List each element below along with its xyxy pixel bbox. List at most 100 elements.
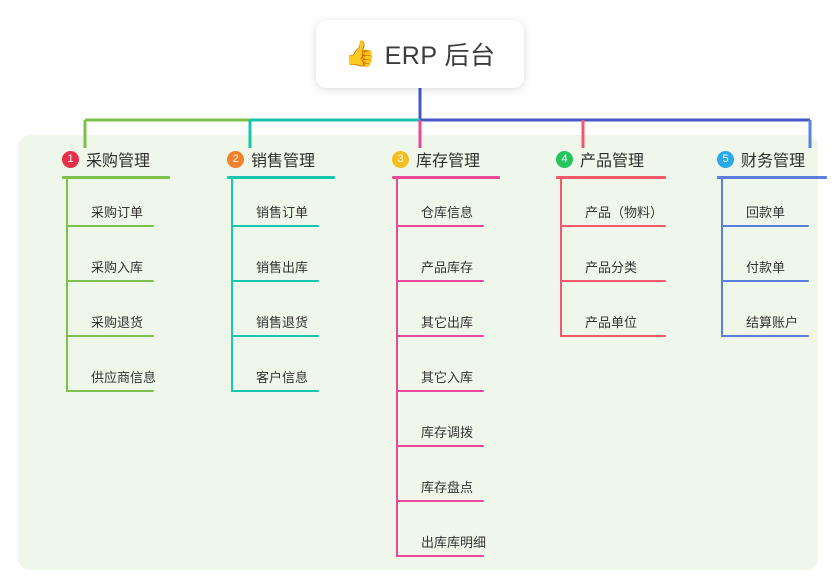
branch-item[interactable]: 产品库存 [396,234,500,289]
branch-title: 产品管理 [580,153,645,170]
branch-items: 回款单付款单结算账户 [721,179,827,344]
branch-header-3[interactable]: 3 库存管理 [370,147,500,171]
branch-number-badge: 3 [392,150,409,168]
branch-item-label: 销售订单 [256,205,309,220]
branch-item[interactable]: 回款单 [721,179,827,234]
branch-column-5: 5 财务管理回款单付款单结算账户 [695,147,827,344]
branch-item[interactable]: 结算账户 [721,289,827,344]
branch-item-underline [66,280,154,282]
branch-item-underline [231,390,319,392]
branch-item-underline [721,335,809,337]
branch-spine [231,179,233,392]
branch-item-label: 采购入库 [91,260,144,275]
branch-item-label: 库存调拨 [421,425,474,440]
branch-item-label: 供应商信息 [91,370,157,385]
branch-underline [227,176,335,179]
branch-item-underline [396,225,484,227]
branch-item[interactable]: 采购入库 [66,234,170,289]
branch-items: 销售订单销售出库销售退货客户信息 [231,179,335,399]
branch-item[interactable]: 采购退货 [66,289,170,344]
branch-underline [62,176,170,179]
branch-item-label: 仓库信息 [421,205,474,220]
branch-header-2[interactable]: 2 销售管理 [205,147,335,171]
branch-underline [556,176,666,179]
branch-item-label: 采购退货 [91,315,144,330]
branch-item-label: 库存盘点 [421,480,474,495]
branch-item-label: 采购订单 [91,205,144,220]
branch-item-label: 销售退货 [256,315,309,330]
branches-panel [18,135,818,570]
branch-item-label: 产品（物料） [585,205,664,220]
branch-item-underline [560,335,666,337]
thumbs-up-icon: 👍 [344,39,376,68]
branch-item-label: 付款单 [746,260,786,275]
branch-title: 财务管理 [741,153,806,170]
root-node-label: ERP 后台 [384,42,496,70]
branch-item[interactable]: 产品（物料） [560,179,666,234]
branch-number-badge: 5 [717,150,734,168]
branch-item[interactable]: 出库库明细 [396,509,500,564]
branch-item-underline [396,445,484,447]
branch-column-3: 3 库存管理仓库信息产品库存其它出库其它入库库存调拨库存盘点出库库明细 [370,147,500,564]
branch-item-label: 产品库存 [421,260,474,275]
branch-underline [717,176,827,179]
branch-item-underline [396,390,484,392]
branch-item-underline [231,280,319,282]
branch-item-label: 产品分类 [585,260,638,275]
branch-spine [721,179,723,337]
branch-item[interactable]: 仓库信息 [396,179,500,234]
branch-item[interactable]: 库存盘点 [396,454,500,509]
branch-item[interactable]: 付款单 [721,234,827,289]
branch-items: 采购订单采购入库采购退货供应商信息 [66,179,170,399]
branch-header-5[interactable]: 5 财务管理 [695,147,827,171]
branch-item[interactable]: 销售出库 [231,234,335,289]
branch-item[interactable]: 销售订单 [231,179,335,234]
branch-column-2: 2 销售管理销售订单销售出库销售退货客户信息 [205,147,335,399]
branch-item-underline [396,335,484,337]
branch-item-underline [66,335,154,337]
branch-spine [66,179,68,392]
branch-item-underline [396,555,484,557]
root-node[interactable]: 👍 ERP 后台 [316,20,524,88]
branch-item-underline [560,225,666,227]
branch-item[interactable]: 库存调拨 [396,399,500,454]
branch-item-underline [721,225,809,227]
branch-item-underline [66,390,154,392]
branch-item-underline [66,225,154,227]
branch-item[interactable]: 供应商信息 [66,344,170,399]
branch-item-label: 结算账户 [746,315,799,330]
branch-item-underline [560,280,666,282]
branch-item-underline [721,280,809,282]
branch-item[interactable]: 产品单位 [560,289,666,344]
branch-item-underline [231,225,319,227]
branch-number-badge: 2 [227,150,244,168]
branch-item-underline [231,335,319,337]
branch-item-underline [396,280,484,282]
branch-item-label: 客户信息 [256,370,309,385]
branch-item-label: 产品单位 [585,315,638,330]
branch-number-badge: 4 [556,150,573,168]
branch-item[interactable]: 其它入库 [396,344,500,399]
branch-header-4[interactable]: 4 产品管理 [534,147,666,171]
branch-item[interactable]: 产品分类 [560,234,666,289]
branch-item[interactable]: 客户信息 [231,344,335,399]
branch-items: 仓库信息产品库存其它出库其它入库库存调拨库存盘点出库库明细 [396,179,500,564]
branch-item-label: 其它出库 [421,315,474,330]
branch-title: 销售管理 [251,153,316,170]
branch-spine [560,179,562,337]
branch-items: 产品（物料） 产品分类产品单位 [560,179,666,344]
branch-item-label: 销售出库 [256,260,309,275]
branch-item-label: 其它入库 [421,370,474,385]
branch-item[interactable]: 销售退货 [231,289,335,344]
branch-underline [392,176,500,179]
branch-item-label: 回款单 [746,205,786,220]
branch-spine [396,179,398,557]
branch-item[interactable]: 采购订单 [66,179,170,234]
branch-title: 库存管理 [416,153,481,170]
branch-item-label: 出库库明细 [421,535,487,550]
branch-column-4: 4 产品管理产品（物料） 产品分类产品单位 [534,147,666,344]
branch-item[interactable]: 其它出库 [396,289,500,344]
